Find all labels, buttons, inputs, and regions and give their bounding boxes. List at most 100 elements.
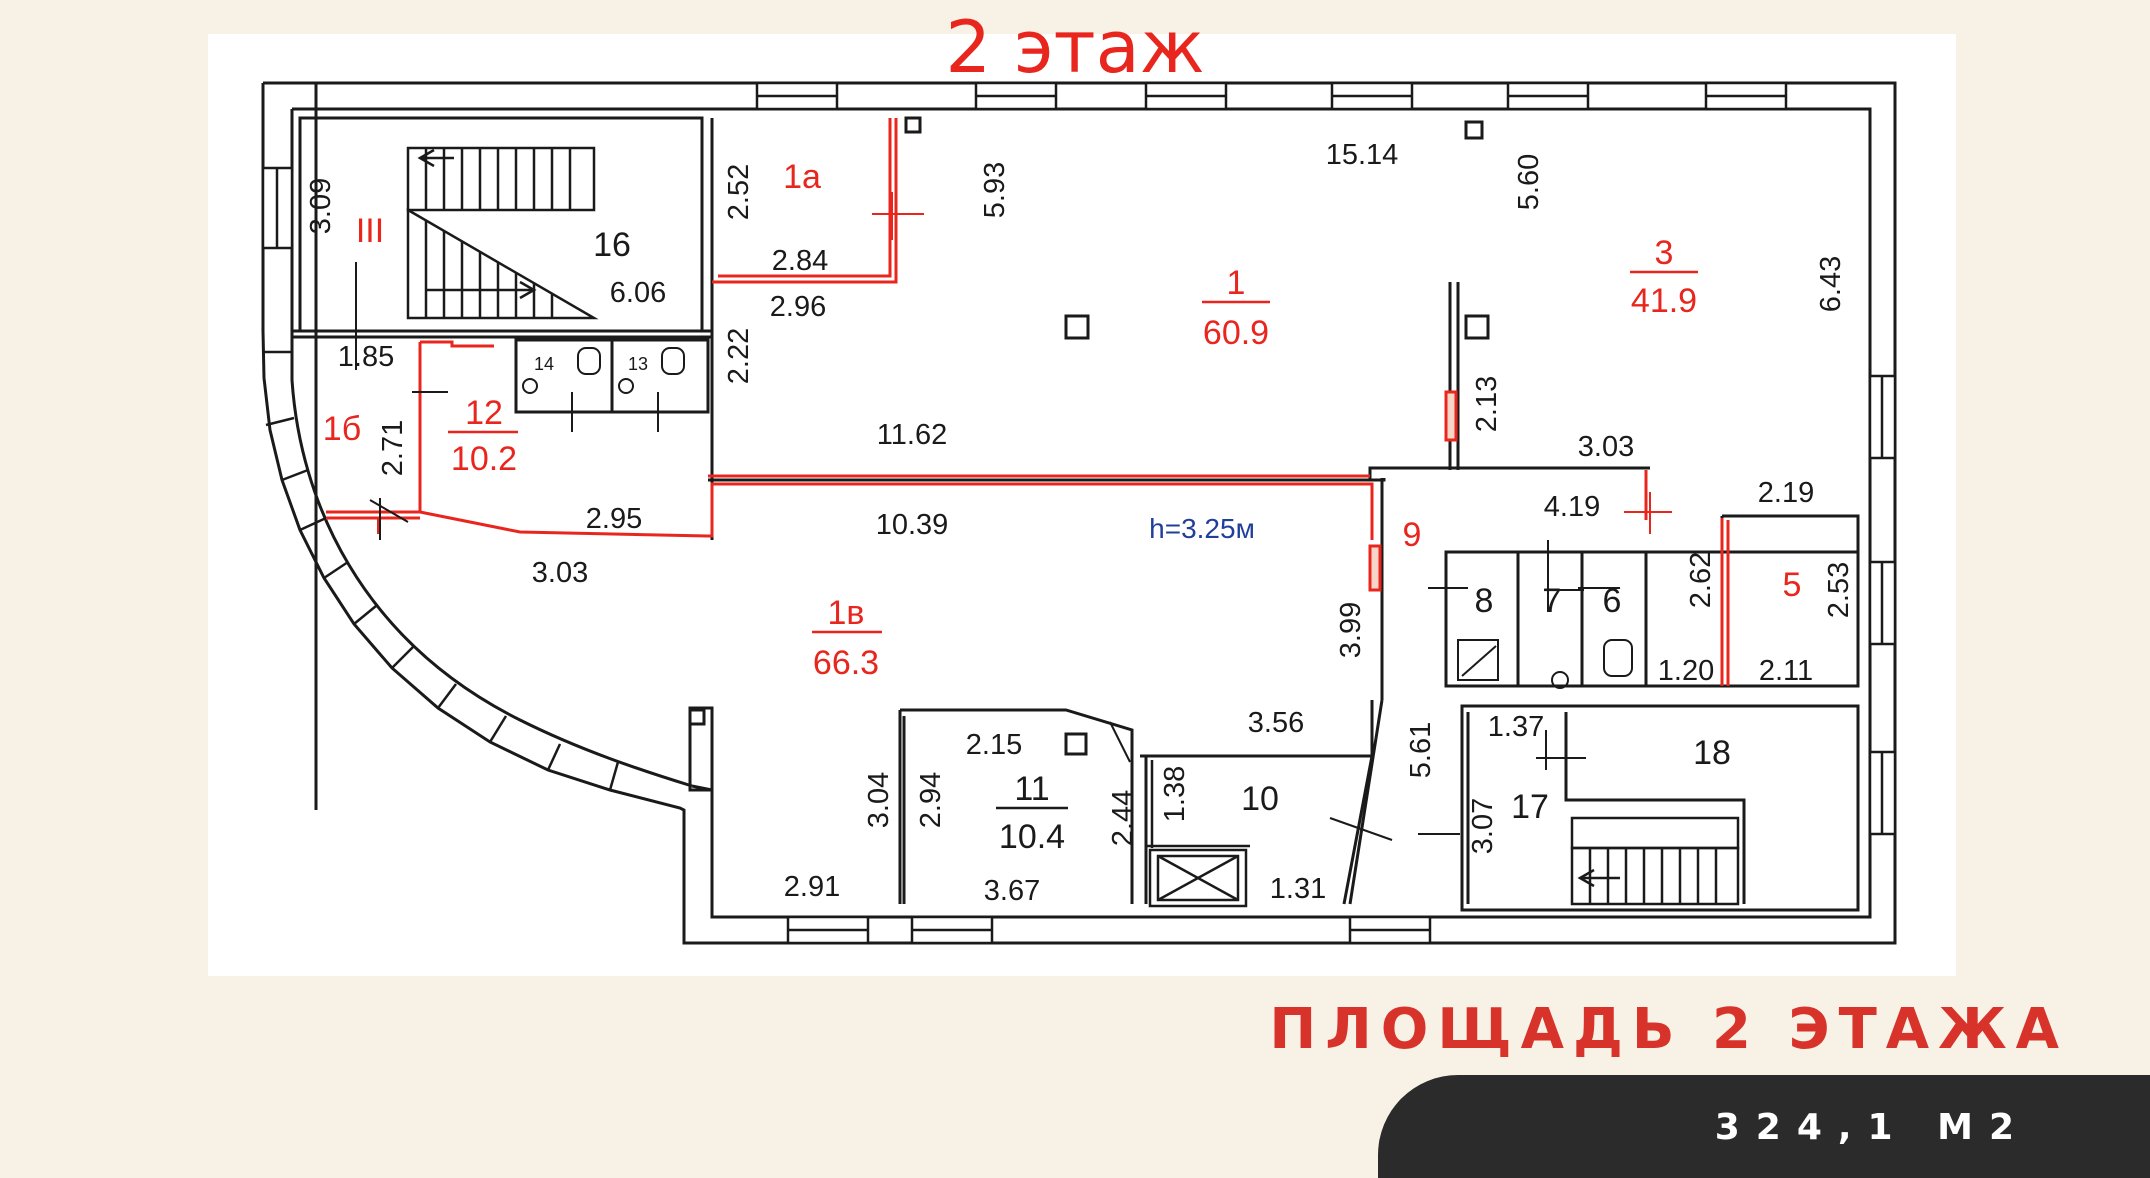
dim-2-71: 2.71: [377, 420, 409, 476]
dimension-labels: 15.14 2.84 2.96 6.06 1.85 11.62 3.03 2.9…: [338, 139, 1814, 907]
dim-6-06: 6.06: [610, 277, 666, 309]
area-band: [1378, 1075, 2150, 1178]
room-11-area: 10.4: [999, 818, 1065, 856]
dim-5-61: 5.61: [1405, 722, 1437, 778]
window: [755, 81, 839, 111]
dim-5-93: 5.93: [979, 162, 1011, 218]
window: [1348, 915, 1432, 945]
room-1v-area: 66.3: [813, 644, 879, 682]
fraction-bars: [448, 270, 1698, 634]
dim-3-07: 3.07: [1467, 798, 1499, 854]
dim-3-67: 3.67: [984, 875, 1040, 907]
dim-2-53: 2.53: [1823, 562, 1855, 618]
room-6-number: 6: [1603, 582, 1622, 620]
dim-3-99: 3.99: [1335, 602, 1367, 658]
interior-walls: [292, 116, 1860, 912]
room-10-number: 10: [1241, 780, 1279, 818]
window: [1144, 81, 1228, 111]
window: [391, 645, 457, 709]
room-1-area: 60.9: [1203, 314, 1269, 352]
room-1-number: 1: [1227, 264, 1246, 302]
dim-2-52: 2.52: [723, 164, 755, 220]
dim-15-14: 15.14: [1326, 139, 1399, 171]
room-11-number: 11: [1014, 770, 1049, 808]
stair-3-number: III: [356, 212, 384, 250]
room-18-number: 18: [1693, 734, 1731, 772]
red-ticks: [377, 192, 1672, 534]
dim-2-13: 2.13: [1471, 376, 1503, 432]
room-12-number: 12: [465, 394, 503, 432]
dim-5-60: 5.60: [1513, 154, 1545, 210]
window: [786, 915, 870, 945]
floor-title: 2 этаж: [945, 5, 1205, 89]
dim-10-39: 10.39: [876, 509, 949, 541]
dim-1-20: 1.20: [1658, 655, 1714, 687]
dim-1-31: 1.31: [1270, 873, 1326, 905]
room-13-number: 13: [628, 354, 648, 374]
dim-2-91: 2.91: [784, 871, 840, 903]
dim-2-15: 2.15: [966, 729, 1022, 761]
room-7-number: 7: [1543, 582, 1562, 620]
area-heading: ПЛОЩАДЬ 2 ЭТАЖА: [1269, 997, 2068, 1062]
room-12-area: 10.2: [451, 440, 517, 478]
dim-2-96: 2.96: [770, 291, 826, 323]
dim-2-19: 2.19: [1758, 477, 1814, 509]
window: [974, 81, 1058, 111]
stair-17: [1570, 816, 1740, 906]
columns: [688, 116, 1490, 756]
room-1v-number: 1в: [828, 594, 865, 632]
room-labels: 1 60.9 1а 1б 1в 66.3 3 41.9 5 9 12 10.2 …: [323, 158, 1802, 682]
room-3-area: 41.9: [1631, 282, 1697, 320]
dim-4-19: 4.19: [1544, 491, 1600, 523]
window: [281, 468, 327, 532]
room-14-number: 14: [534, 354, 554, 374]
ceiling-height: h=3.25м: [1149, 513, 1255, 544]
plan-sheet: [208, 34, 1956, 976]
window: [1330, 81, 1414, 111]
dim-2-22: 2.22: [723, 328, 755, 384]
dim-11-62: 11.62: [877, 419, 947, 451]
dim-3-03-b: 3.03: [532, 557, 588, 589]
sanitary-fixtures: [522, 347, 1633, 689]
stair-16: [406, 146, 599, 320]
boundary-lines: [326, 118, 1730, 686]
dim-3-09: 3.09: [305, 178, 337, 234]
window: [264, 350, 295, 427]
area-value: 324,1 М2: [1714, 1107, 2030, 1148]
room-8-number: 8: [1475, 582, 1494, 620]
room-1a-number: 1а: [783, 158, 821, 196]
dim-2-44: 2.44: [1107, 790, 1139, 846]
window: [323, 560, 377, 625]
room-labels-black: 6 7 8 10 11 10.4 16 17 18 13 14: [534, 226, 1731, 856]
window: [1704, 81, 1788, 111]
window: [608, 761, 620, 791]
dim-2-11: 2.11: [1759, 655, 1813, 687]
door-hatches: [1368, 390, 1458, 592]
dim-1-85: 1.85: [338, 341, 394, 373]
dimension-labels-vertical: 2.52 5.93 5.60 3.09 2.22 6.43 2.71 2.13 …: [305, 154, 1855, 854]
dim-6-43: 6.43: [1815, 256, 1847, 312]
room-1b-number: 1б: [323, 410, 361, 448]
room-5-number: 5: [1783, 566, 1802, 604]
window: [910, 915, 994, 945]
dim-2-84: 2.84: [772, 245, 828, 277]
window: [1868, 560, 1897, 646]
elevator: [1146, 760, 1250, 908]
windows: [261, 81, 1897, 945]
dim-3-03-a: 3.03: [1578, 431, 1634, 463]
window: [1506, 81, 1590, 111]
window: [488, 715, 562, 771]
room-9-number: 9: [1403, 516, 1422, 554]
tick-marks: [355, 262, 1620, 841]
room-17-number: 17: [1511, 788, 1549, 826]
room-3-number: 3: [1655, 234, 1674, 272]
window: [261, 166, 294, 250]
dim-2-95: 2.95: [586, 503, 642, 535]
dim-3-56: 3.56: [1248, 707, 1304, 739]
dim-1-37: 1.37: [1488, 711, 1544, 743]
window: [1868, 374, 1897, 460]
window: [1868, 750, 1897, 836]
room-16-number: 16: [593, 226, 631, 264]
dim-2-94: 2.94: [915, 772, 947, 828]
